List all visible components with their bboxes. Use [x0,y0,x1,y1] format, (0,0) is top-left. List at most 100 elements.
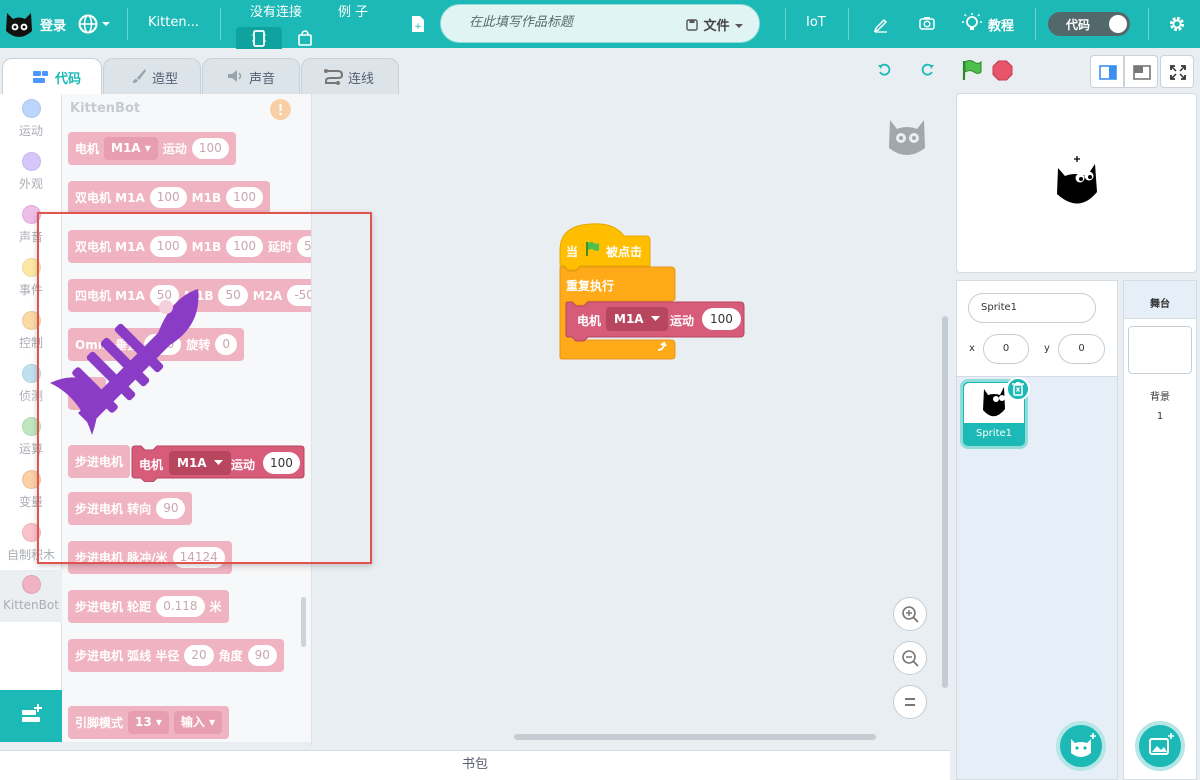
block-value-input[interactable]: 100 [226,236,264,257]
block-value-input[interactable]: 5 [297,236,311,257]
block-value-input[interactable]: 50 [149,285,180,306]
category-looks[interactable]: 外观 [0,152,62,192]
redo-icon[interactable] [920,62,936,78]
block-value-input[interactable]: 50 [218,285,248,306]
block-value-input[interactable]: 0 [215,334,237,355]
tab-code[interactable]: 代码 [2,58,102,94]
block-value-input[interactable]: 20 [184,645,214,666]
dragged-value-input[interactable]: 100 [263,452,300,474]
category-my-blocks[interactable]: 自制积木 [0,523,62,563]
category-events[interactable]: 事件 [0,258,62,298]
device-connect-tab[interactable] [236,27,282,49]
project-name[interactable]: Kitten... [148,15,199,30]
category-control[interactable]: 控制 [0,311,62,351]
category-sensing[interactable]: 侦测 [0,364,62,404]
help-icon[interactable] [270,99,291,120]
block-dropdown[interactable]: 13 ▾ [128,711,169,734]
category-variables[interactable]: 变量 [0,470,62,510]
green-flag-icon[interactable] [960,59,982,81]
camera-icon[interactable] [918,15,936,31]
zoom-reset-button[interactable] [893,685,927,719]
block-label: 步进电机 弧线 半径 [75,649,180,663]
add-extension-button[interactable] [0,690,62,742]
connection-status[interactable]: 没有连接 [250,5,303,20]
dragged-port-dropdown[interactable]: M1A [169,451,231,475]
category-operators[interactable]: 运算 [0,417,62,457]
category-sound[interactable]: 声音 [0,205,62,245]
backpack-bar[interactable]: 书包 [0,750,950,780]
settings-gear-icon[interactable] [1168,15,1186,33]
block-value-input[interactable]: 100 [226,187,264,208]
edit-pencil-icon[interactable] [873,15,889,33]
add-sprite-button[interactable] [1056,721,1106,771]
sprite-cat-watermark-icon [886,110,928,162]
workspace-vertical-scrollbar[interactable] [942,316,948,688]
workspace-horizontal-scrollbar[interactable] [514,734,876,740]
zoom-out-button[interactable] [893,641,927,675]
file-menu[interactable]: 文件 [685,15,744,34]
code-mode-toggle[interactable]: 代码 [1048,12,1130,36]
block-value-input[interactable]: 100 [149,187,187,208]
block-value-input[interactable]: -50 [287,285,311,306]
tab-wiring[interactable]: 连线 [301,58,399,94]
undo-icon[interactable] [876,62,892,78]
add-backdrop-button[interactable] [1135,721,1185,771]
palette-scrollbar[interactable] [301,597,306,647]
tab-costumes[interactable]: 造型 [103,58,201,94]
palette-block[interactable]: 步进电机 弧线 半径 20 角度 90 [68,639,284,672]
kittenblock-logo[interactable] [4,7,34,41]
block-label: 角度 [218,649,243,663]
sprite-name-field[interactable]: Sprite1 [968,293,1096,323]
stage-selector-pane[interactable]: 舞台 背景 1 [1123,280,1197,780]
large-stage-button[interactable] [1124,55,1158,88]
fullscreen-button[interactable] [1160,55,1194,88]
small-stage-button[interactable] [1090,55,1124,88]
block-dropdown[interactable]: 输入 ▾ [173,711,223,734]
x-label: x [969,343,975,354]
dragged-motor-block[interactable]: 电机 M1A 运动 100 [131,444,305,482]
project-title-input[interactable] [469,15,669,30]
category-kittenbot[interactable]: KittenBot [0,570,62,622]
motor-speed-input[interactable]: 100 [702,308,741,330]
block-dropdown[interactable]: M1A ▾ [104,137,158,160]
category-motion[interactable]: 运动 [0,99,62,139]
add-backdrop-icon [1149,733,1174,755]
cat-thumbnail-icon [983,387,1005,417]
delete-sprite-button[interactable] [1006,377,1030,401]
stop-icon[interactable] [992,60,1013,81]
block-value-input[interactable]: 100 [191,138,229,159]
stage-canvas[interactable] [956,93,1197,273]
tutorial-button[interactable]: 教程 [962,13,1022,35]
dragged-block-label: 电机 [139,458,164,472]
language-globe-icon[interactable] [78,13,112,35]
motor-port-dropdown[interactable]: M1A [606,307,668,331]
trash-icon [1012,382,1024,396]
block-value-input[interactable]: 90 [247,645,277,666]
project-title-field[interactable]: 文件 [440,4,760,43]
category-label: 声音 [18,230,43,244]
block-value-input[interactable]: 100 [149,236,187,257]
zoom-in-button[interactable] [893,597,927,631]
script-stack[interactable]: 当 被点击 重复执行 电机 M1A 运动 100 [558,220,748,362]
y-position-field[interactable]: 0 [1058,334,1105,364]
block-value-input[interactable]: 0.118 [156,596,205,617]
sprite-cat-icon[interactable] [1055,156,1101,210]
save-file-icon[interactable]: + [411,15,425,33]
palette-block[interactable]: 步进电机 [68,445,131,478]
block-value-input[interactable]: 90 [156,498,186,519]
backdrop-thumbnail[interactable] [1128,326,1192,374]
login-link[interactable]: 登录 [40,19,67,34]
tab-sounds[interactable]: 声音 [202,58,300,94]
examples-menu[interactable]: 例 子 [338,5,369,20]
bag-icon[interactable] [296,30,314,46]
x-position-field[interactable]: 0 [983,334,1029,364]
iot-menu[interactable]: IoT [806,15,826,30]
code-workspace[interactable] [311,94,949,746]
